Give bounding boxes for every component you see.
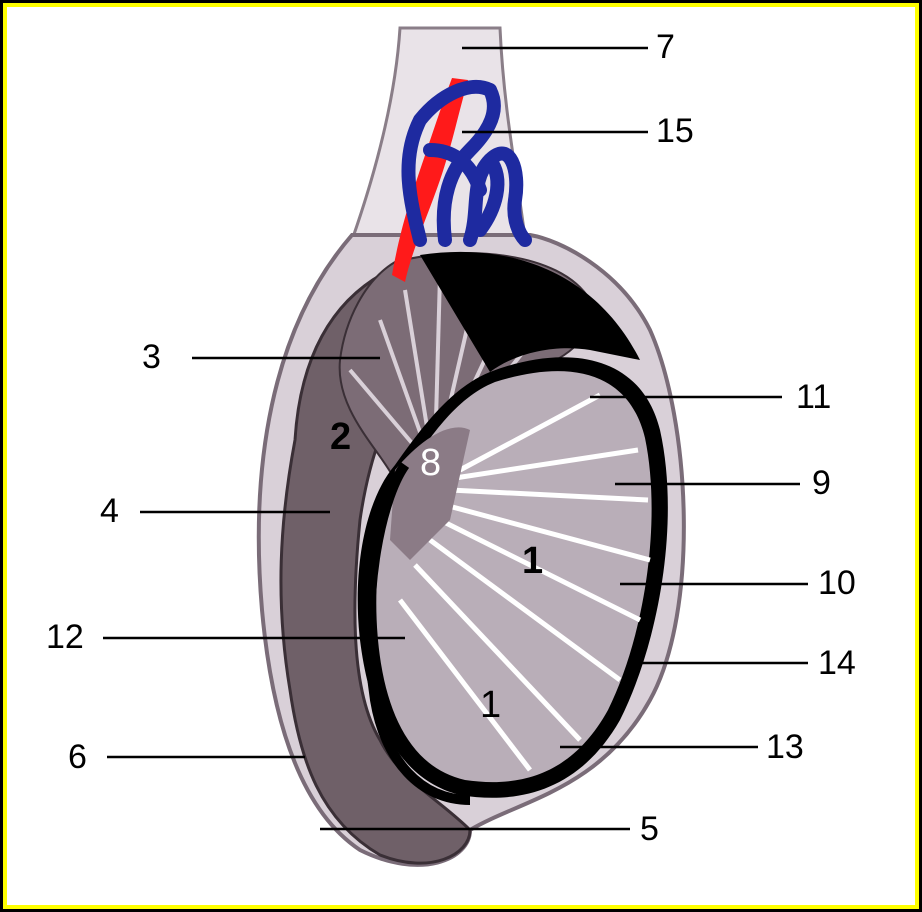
label-4: 4 [100,494,119,528]
label-7: 7 [656,30,675,64]
label-15: 15 [656,114,694,148]
label-10: 10 [818,566,856,600]
label-1-upper: 1 [522,542,543,580]
label-14: 14 [818,646,856,680]
label-2: 2 [330,418,351,456]
label-11: 11 [796,380,831,414]
label-3: 3 [142,340,161,374]
label-12: 12 [46,620,84,654]
label-8: 8 [420,444,441,482]
label-5: 5 [640,812,659,846]
label-9: 9 [812,466,831,500]
label-6: 6 [68,740,87,774]
label-13: 13 [766,730,804,764]
label-1-lower: 1 [480,686,501,724]
